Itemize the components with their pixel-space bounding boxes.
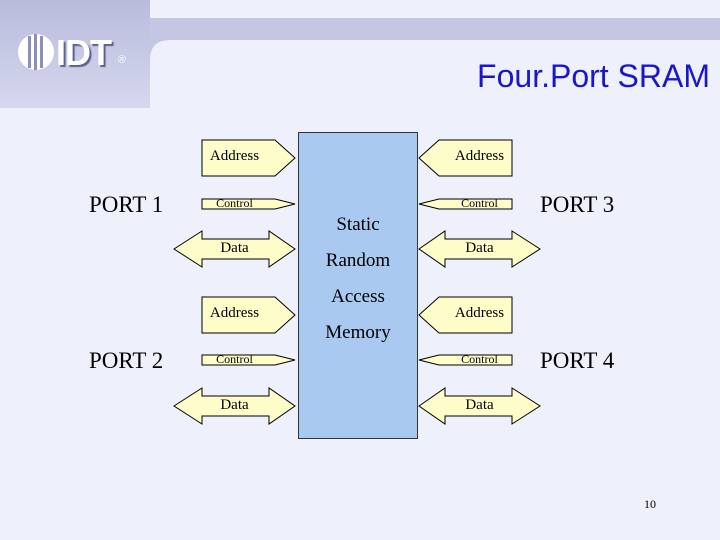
port-3-data-label: Data — [465, 240, 494, 256]
port-2-data-label: Data — [220, 397, 249, 413]
logo-registered-mark: ® — [118, 54, 127, 66]
port-3-control-arrow: Control — [417, 184, 542, 224]
port-4-label: PORT 4 — [540, 348, 615, 373]
port-3-control-label: Control — [461, 196, 498, 210]
sram-label-line-3: Access — [331, 286, 385, 307]
sram-label-line-1: Static — [336, 214, 380, 235]
port-1-control-arrow: Control — [172, 184, 297, 224]
sram-block — [298, 132, 418, 439]
port-1-data-arrow: Data — [172, 229, 297, 269]
port-2-address-arrow: Address — [172, 295, 297, 335]
port-2-address-label: Address — [209, 305, 260, 321]
logo-text: IDT — [56, 32, 112, 73]
port-1-label: PORT 1 — [89, 192, 164, 217]
port-3-address-arrow: Address — [417, 138, 542, 178]
port-1-data-label: Data — [220, 240, 249, 256]
port-1-address-arrow: Address — [172, 138, 297, 178]
port-2-control-label: Control — [216, 352, 253, 366]
port-4-control-label: Control — [461, 352, 498, 366]
port-4-address-arrow: Address — [417, 295, 542, 335]
slide-title: Four.Port SRAM — [477, 58, 710, 94]
port-4-data-arrow: Data — [417, 386, 542, 426]
port-2-data-arrow: Data — [172, 386, 297, 426]
logo-panel: IDT ® — [0, 0, 150, 108]
port-4-control-arrow: Control — [417, 340, 542, 380]
port-3-data-arrow: Data — [417, 229, 542, 269]
port-1-address-label: Address — [209, 148, 260, 164]
port-1-control-label: Control — [216, 196, 253, 210]
sram-label-line-2: Random — [325, 250, 391, 271]
port-3-label: PORT 3 — [540, 192, 615, 217]
port-2-control-arrow: Control — [172, 340, 297, 380]
port-4-data-label: Data — [465, 397, 494, 413]
sram-label-line-4: Memory — [325, 322, 391, 343]
idt-logo-icon — [18, 34, 54, 70]
port-4-address-label: Address — [454, 305, 505, 321]
port-3-address-label: Address — [454, 148, 505, 164]
port-2-label: PORT 2 — [89, 348, 164, 373]
page-number: 10 — [644, 497, 656, 511]
